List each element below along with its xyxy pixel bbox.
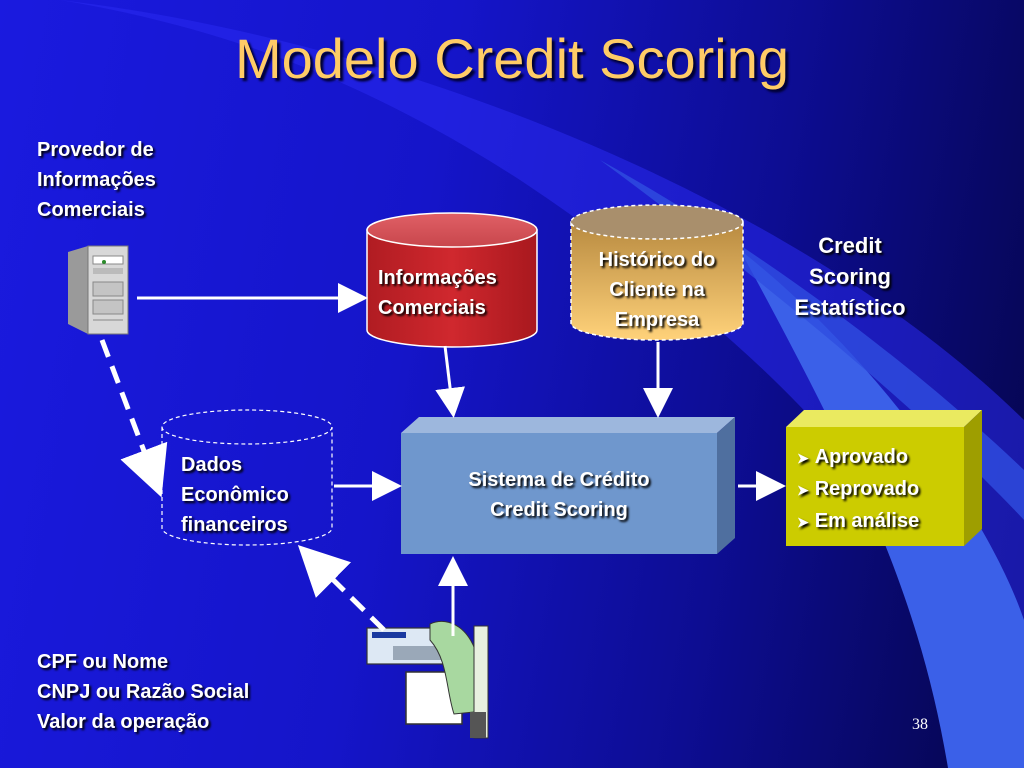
history-cylinder-line1: Histórico do [598,249,716,271]
arrow-bullet-icon: ➤ [797,482,809,498]
credit-scoring-line2: Scoring [809,264,891,289]
system-box-line1: Sistema de Crédito [468,469,650,491]
inputs-line3: Valor da operação [37,711,210,733]
provider-label-line3: Comerciais [37,199,145,221]
arrow-bullet-icon: ➤ [797,450,809,466]
dashed-arrow-provider-to-economic [99,339,168,498]
slide-title: Modelo Credit Scoring [234,27,790,90]
page-number: 38 [912,716,928,733]
user-computer-icon [366,620,489,739]
arrow-info-to-system [435,345,466,418]
provider-label-line1: Provedor de [37,139,154,161]
history-cylinder-line2: Cliente na [609,279,705,301]
credit-scoring-line1: Credit [818,233,882,258]
economic-cylinder-line2: Econômico [181,484,289,506]
result-item-rejected: ➤Reprovado [797,478,920,500]
result-list: ➤Aprovado ➤Reprovado ➤Em análise [797,442,919,538]
dashed-arrow-user-to-economic [297,544,386,632]
result-box [786,410,982,546]
history-cylinder-label: Histórico do Cliente na Empresa [577,245,737,335]
economic-cylinder-line1: Dados [181,454,243,476]
economic-data-cylinder [161,409,333,546]
provider-label: Provedor de Informações Comerciais [37,135,156,225]
result-item-in-analysis: ➤Em análise [797,510,920,532]
inputs-line2: CNPJ ou Razão Social [37,681,250,703]
provider-label-line2: Informações [37,169,156,191]
info-database-cylinder [366,212,538,348]
info-cylinder-line1: Informações [378,267,497,289]
system-box-label: Sistema de Crédito Credit Scoring [401,465,717,525]
economic-cylinder-line3: financeiros [181,514,288,536]
info-cylinder-line2: Comerciais [378,297,486,319]
history-cylinder-line3: Empresa [614,309,700,331]
economic-cylinder-label: Dados Econômico financeiros [181,450,289,540]
diagram-arrows [99,283,786,636]
server-computer-icon [68,245,129,335]
credit-scoring-line3: Estatístico [794,295,906,320]
info-cylinder-label: Informações Comerciais [378,263,497,323]
arrow-bullet-icon: ➤ [797,514,809,530]
inputs-label: CPF ou Nome CNPJ ou Razão Social Valor d… [37,647,249,737]
credit-scoring-label: Credit Scoring Estatístico [770,230,930,323]
result-item-approved: ➤Aprovado [797,446,909,468]
system-box-line2: Credit Scoring [490,499,628,521]
history-database-cylinder [570,204,744,341]
system-box [401,417,735,554]
inputs-line1: CPF ou Nome [37,651,169,673]
